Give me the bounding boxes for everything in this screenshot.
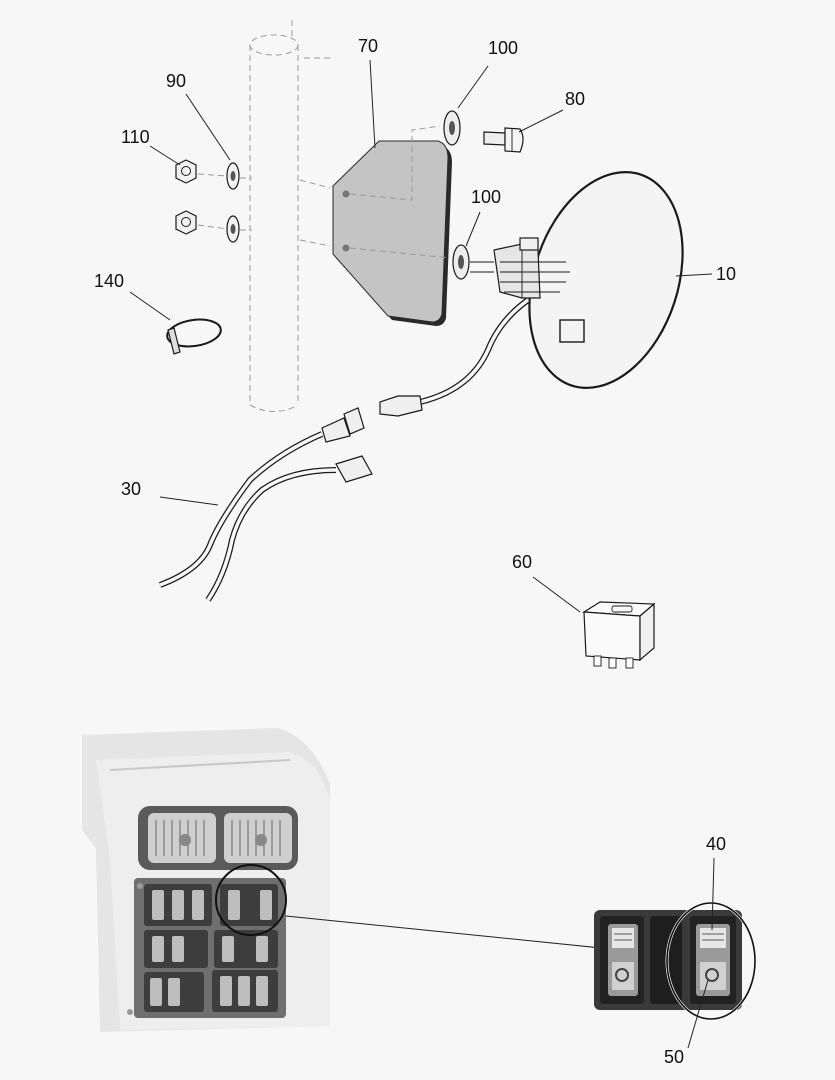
callout-30: 30 bbox=[121, 479, 141, 499]
cable-tie-icon bbox=[166, 318, 222, 355]
callout-50: 50 bbox=[664, 1047, 684, 1067]
leader-lines bbox=[129, 59, 715, 1049]
callout-90: 90 bbox=[166, 71, 186, 91]
callout-60: 60 bbox=[512, 552, 532, 572]
cable-harness-icon bbox=[158, 297, 530, 602]
callout-110: 110 bbox=[121, 127, 150, 147]
mounting-bracket-icon bbox=[332, 125, 452, 326]
callout-80: 80 bbox=[565, 89, 585, 109]
detail-circle bbox=[215, 864, 287, 936]
dashboard-console bbox=[82, 728, 330, 1032]
callout-40: 40 bbox=[706, 834, 726, 854]
hex-nut-icon bbox=[175, 159, 197, 235]
detail-circle bbox=[666, 902, 756, 1020]
relay-icon bbox=[582, 601, 656, 669]
round-mirror-icon bbox=[470, 171, 684, 389]
bolt-icon bbox=[483, 127, 524, 153]
callout-100-bottom: 100 bbox=[471, 187, 501, 207]
callout-100-top: 100 bbox=[488, 38, 518, 58]
callout-140: 140 bbox=[94, 271, 124, 291]
washer-icon bbox=[197, 162, 252, 243]
washer-icon bbox=[443, 110, 470, 280]
mounting-post-outline bbox=[249, 20, 331, 412]
callout-70: 70 bbox=[358, 36, 378, 56]
callout-labels: 70 100 80 90 110 100 10 140 30 60 40 50 bbox=[94, 36, 736, 1067]
callout-10: 10 bbox=[716, 264, 736, 284]
